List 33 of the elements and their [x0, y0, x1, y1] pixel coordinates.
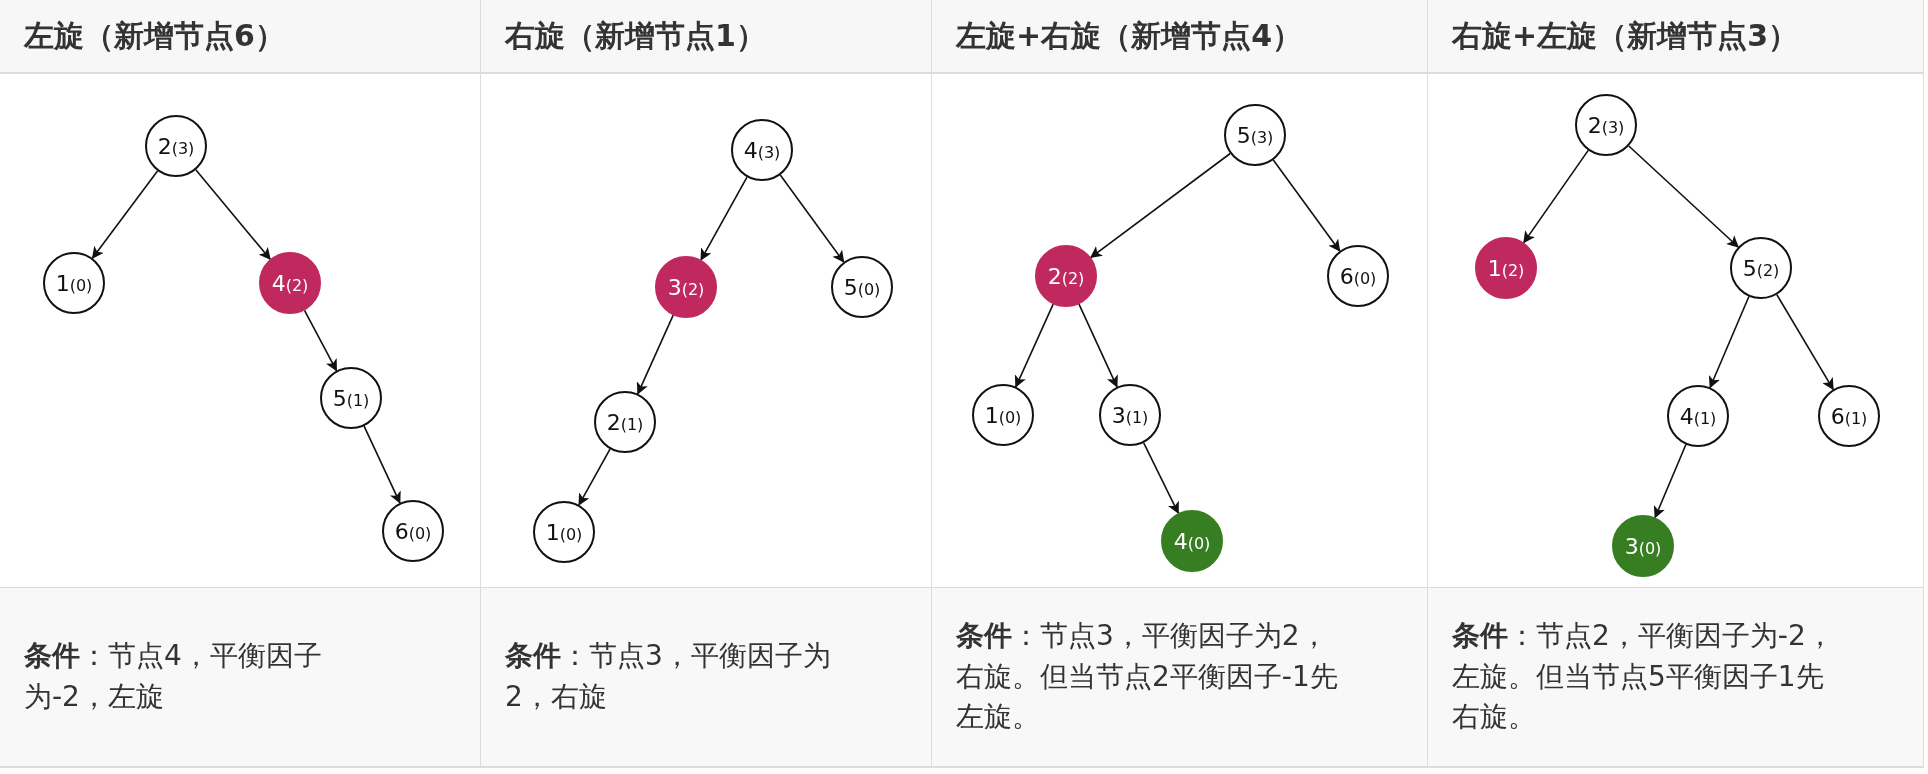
tree-node-circle	[43, 252, 105, 314]
column-header: 左旋（新增节点6）	[24, 16, 285, 55]
condition-text: 条件：节点4，平衡因子为-2，左旋	[24, 638, 323, 715]
arrow	[578, 448, 611, 506]
arrow	[700, 176, 748, 261]
tree-node-circle	[1327, 245, 1389, 307]
arrow	[1628, 145, 1739, 248]
condition-text: 条件：节点2，平衡因子为-2，左旋。但当节点5平衡因子1先右旋。	[1452, 618, 1835, 736]
tree-node-circle	[1035, 245, 1097, 307]
column-header: 右旋（新增节点1）	[505, 16, 766, 55]
arrow	[1078, 303, 1118, 388]
arrow	[1776, 293, 1834, 391]
arrow	[636, 314, 674, 395]
arrow	[779, 174, 845, 263]
arrow	[1014, 303, 1054, 388]
arrow	[1653, 443, 1687, 519]
arrow	[1523, 149, 1589, 244]
arrow	[195, 169, 271, 260]
arrow	[1272, 159, 1341, 252]
tree-node-circle	[259, 252, 321, 314]
arrow	[303, 309, 338, 372]
tree-node-circle	[831, 256, 893, 318]
arrow	[363, 425, 401, 504]
column-header: 左旋+右旋（新增节点4）	[956, 16, 1302, 55]
tree-node-circle	[1730, 237, 1792, 299]
column-header: 右旋+左旋（新增节点3）	[1452, 16, 1798, 55]
arrow	[1708, 295, 1750, 389]
condition-text: 条件：节点3，平衡因子为2，右旋。但当节点2平衡因子-1先左旋。	[956, 618, 1339, 736]
condition-text: 条件：节点3，平衡因子为2，右旋	[505, 638, 832, 715]
arrow	[91, 170, 159, 259]
arrow	[1142, 442, 1180, 515]
arrow	[1090, 152, 1231, 259]
tree-node-circle	[1475, 237, 1537, 299]
